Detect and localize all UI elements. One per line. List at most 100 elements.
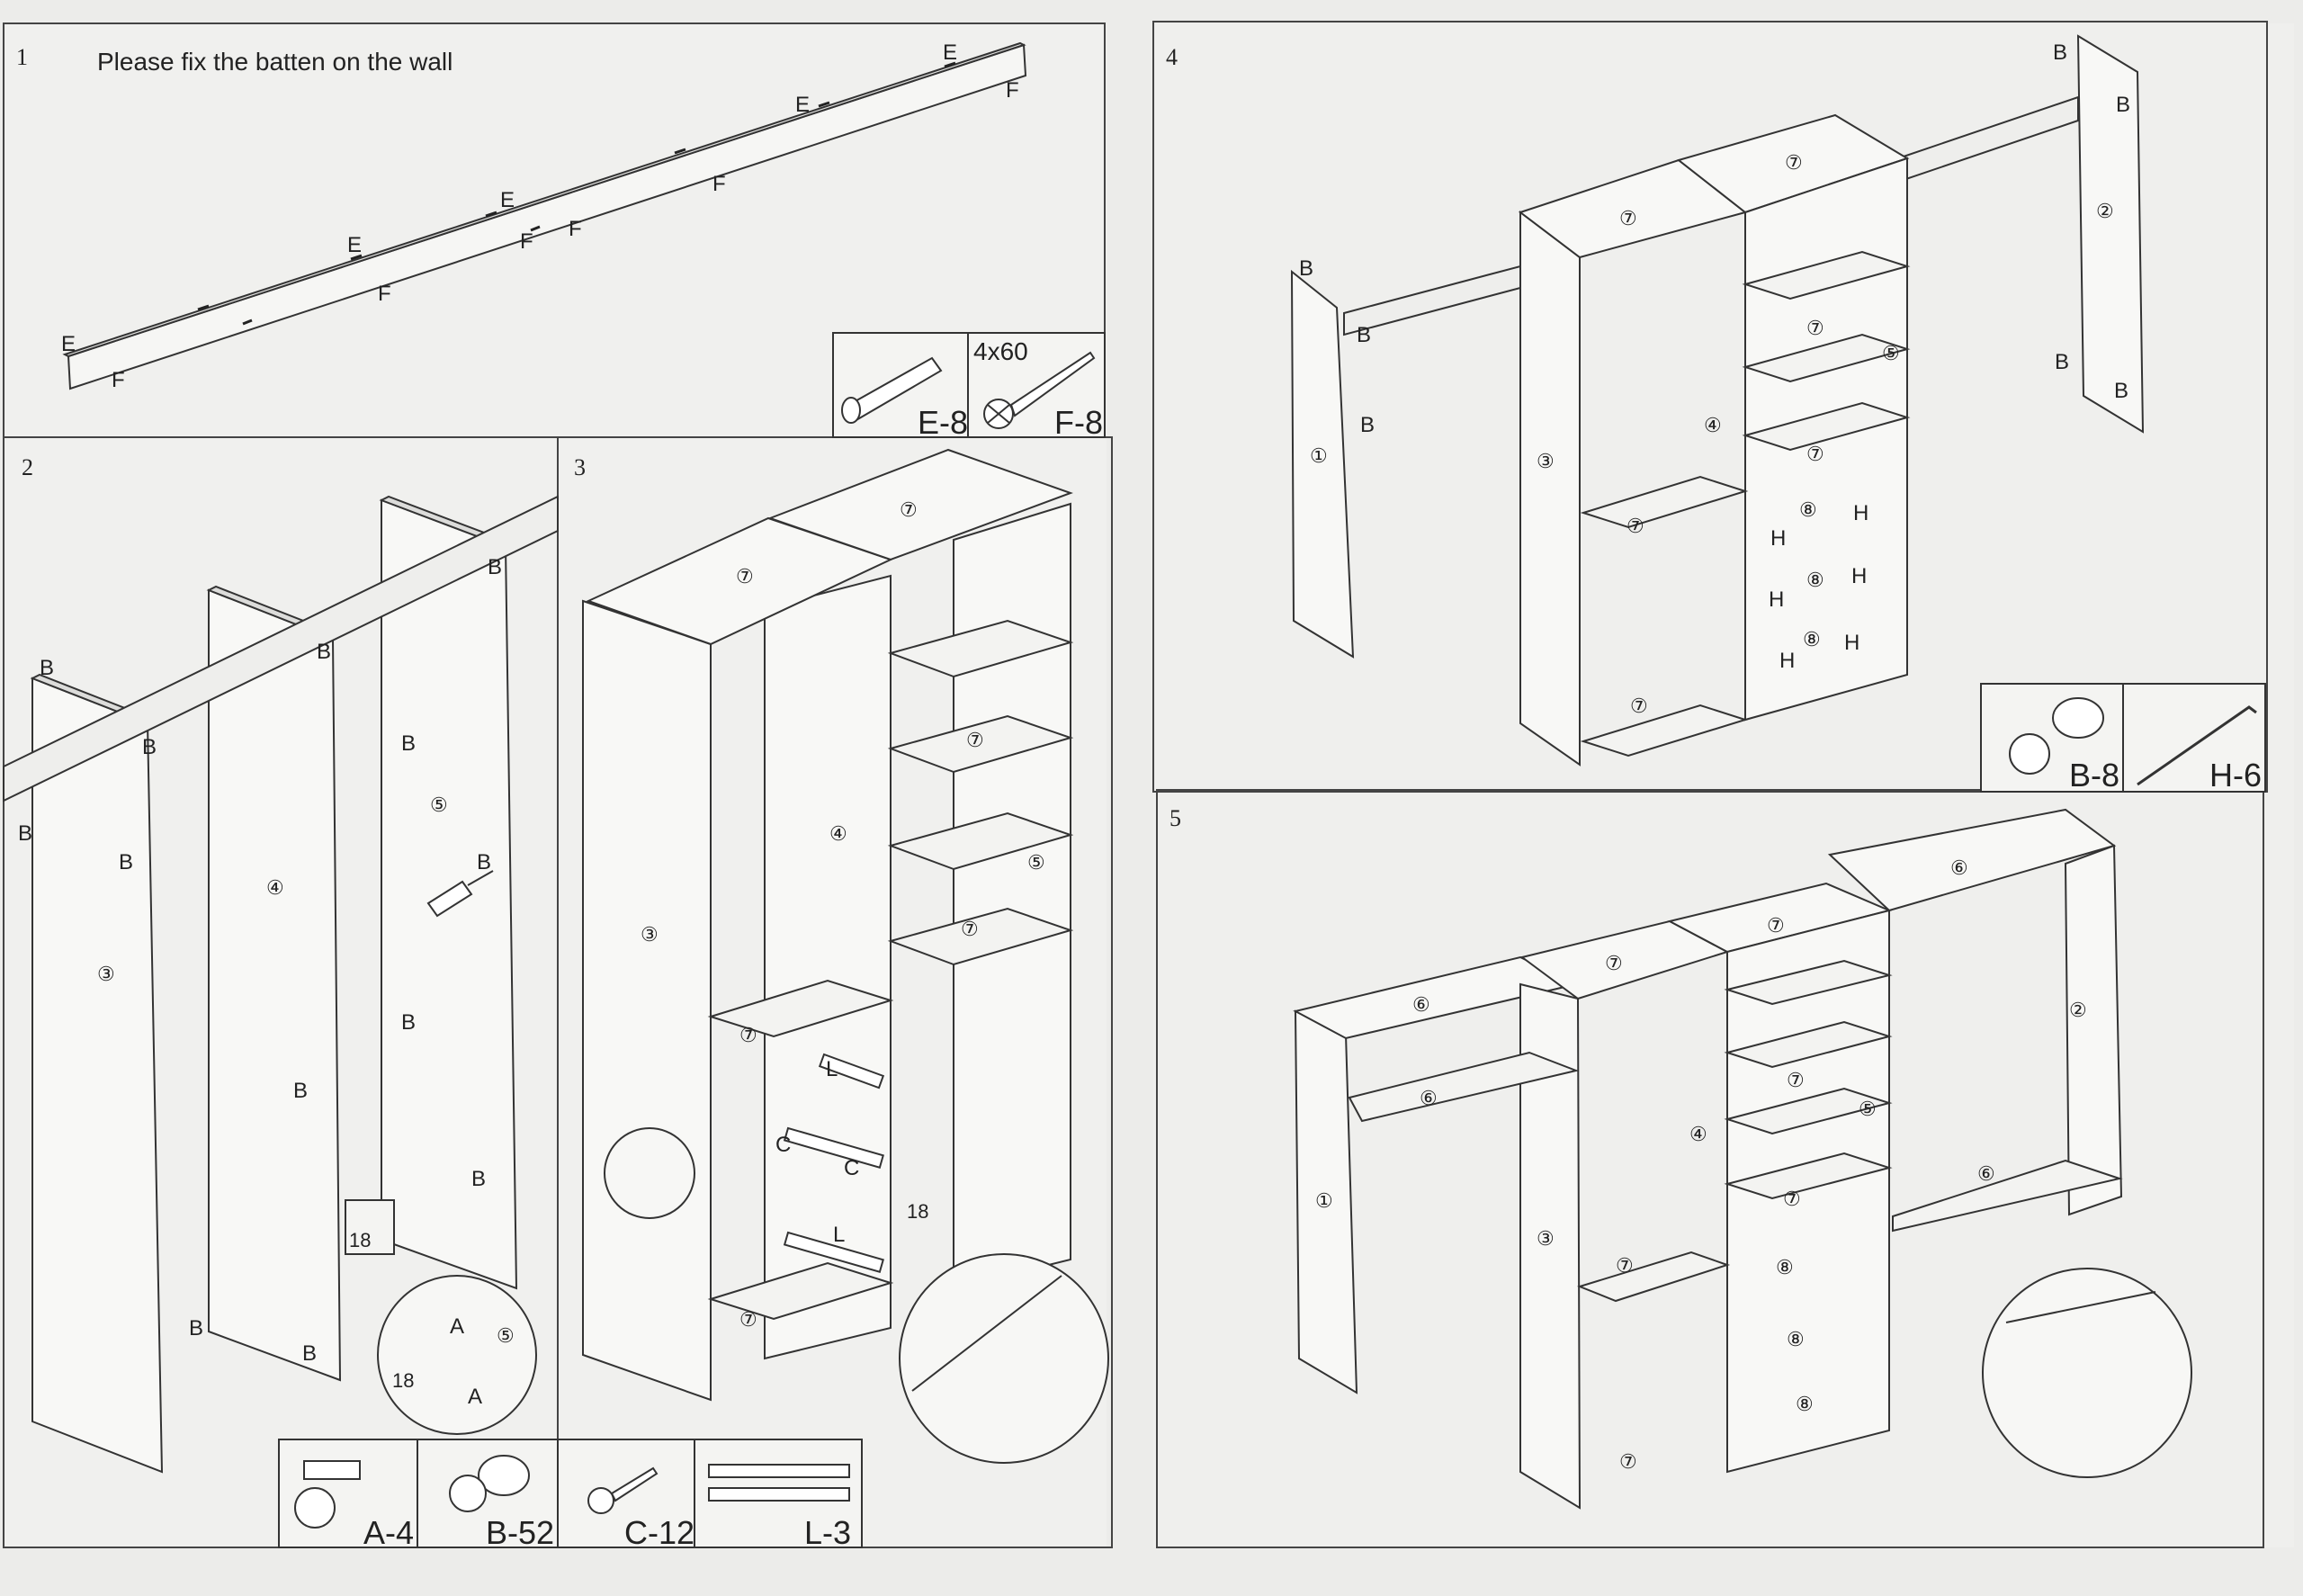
step4-label-7-middle: ⑦ <box>1626 515 1644 537</box>
step4-label-b-7: B <box>2114 379 2128 403</box>
step4-label-8-2: ⑧ <box>1806 569 1824 591</box>
step4-label-b-1: B <box>1299 256 1313 281</box>
step3-label-l-2: L <box>833 1223 845 1247</box>
step5-label-1: ① <box>1315 1189 1333 1212</box>
part-code-h6: H-6 <box>2209 757 2262 794</box>
step2-label-b-7: B <box>401 731 416 756</box>
step4-number: 4 <box>1166 44 1178 70</box>
panel-step4-frame <box>1152 21 2268 793</box>
step2-label-b-1: B <box>40 656 54 680</box>
step2-panel5-label: ⑤ <box>430 794 448 816</box>
step3-label-7-shelf-2: ⑦ <box>961 918 979 940</box>
part-code-f8: F-8 <box>1054 404 1103 441</box>
step2-number: 2 <box>22 454 33 480</box>
batten-label-f-3: F <box>520 229 533 254</box>
step4-label-3: ③ <box>1537 450 1555 472</box>
step1-number: 1 <box>16 44 28 70</box>
step3-number: 3 <box>574 454 586 480</box>
step3-top-board-right <box>767 448 1073 561</box>
step3-label-3: ③ <box>641 923 659 946</box>
step2-bracket-label: 18 <box>349 1229 371 1251</box>
step4-label-b-2: B <box>1357 323 1371 347</box>
panel-step5-frame <box>1156 789 2264 1548</box>
step3-label-c-1: C <box>775 1133 791 1157</box>
step5-left-carcass <box>1519 982 1582 1510</box>
step3-label-7-top-left: ⑦ <box>736 565 754 587</box>
step5-label-7-middle: ⑦ <box>1616 1254 1634 1277</box>
step2-detail-label-a-1: A <box>450 1314 464 1339</box>
step5-shelves <box>1348 959 2123 1303</box>
step4-label-b-6: B <box>2055 350 2069 374</box>
step2-label-b-13: B <box>302 1341 317 1366</box>
panel-4-board <box>206 585 343 1382</box>
batten-label-e-3: E <box>500 188 515 212</box>
hardware-box-b <box>417 1439 559 1548</box>
step4-label-7-bottom: ⑦ <box>1630 695 1648 717</box>
allen-key-icon <box>2137 705 2257 786</box>
batten-label-e-1: E <box>61 332 76 356</box>
step4-label-b-3: B <box>1360 413 1375 437</box>
step4-label-4: ④ <box>1704 414 1722 436</box>
wood-screw-icon <box>587 1466 659 1514</box>
step2-label-b-11: B <box>471 1167 486 1191</box>
step1-instruction: Please fix the batten on the wall <box>97 48 453 76</box>
step4-label-b-5: B <box>2116 93 2130 117</box>
step4-carcass-left-side <box>1519 210 1581 767</box>
step2-label-b-12: B <box>189 1316 203 1340</box>
step3-bracket-label: 18 <box>907 1200 928 1223</box>
step2-label-b-9: B <box>401 1010 416 1035</box>
step3-label-4: ④ <box>829 822 847 845</box>
step3-detail-circle-runner <box>604 1127 695 1219</box>
step5-label-3: ③ <box>1537 1227 1555 1250</box>
drawer-runner-icon <box>708 1464 850 1502</box>
step4-label-h-3: H <box>1769 587 1784 612</box>
step4-label-b-4: B <box>2053 40 2067 65</box>
step4-label-h-4: H <box>1851 564 1867 588</box>
step2-batten <box>3 495 559 802</box>
step2-label-b-10: B <box>293 1079 308 1103</box>
batten-label-e-2: E <box>347 233 362 257</box>
step3-label-l-1: L <box>826 1057 838 1081</box>
step5-label-7-shelf-1: ⑦ <box>1787 1069 1805 1091</box>
step5-right-end-panel <box>2064 844 2123 1216</box>
batten-label-f-1: F <box>112 368 125 392</box>
step2-label-b-3: B <box>18 821 32 846</box>
dowel-bolt-icon <box>449 1455 530 1512</box>
step3-left-side-panel <box>582 599 712 1402</box>
step3-drawer-runners <box>783 1053 885 1274</box>
step2-panel4-label: ④ <box>266 876 284 899</box>
part-code-c12: C-12 <box>624 1514 694 1551</box>
step3-center-panel <box>764 574 892 1360</box>
step4-label-7-top-left: ⑦ <box>1619 207 1637 229</box>
step4-label-7-shelf-1: ⑦ <box>1806 317 1824 339</box>
batten-label-f-2: F <box>378 282 391 306</box>
step2-label-b-6: B <box>488 555 502 579</box>
step5-detail-circle-cam <box>1982 1268 2192 1478</box>
batten-label-f-4: F <box>569 217 582 241</box>
wall-batten <box>62 41 1027 390</box>
step4-label-8-1: ⑧ <box>1799 498 1817 521</box>
cam-lock-icon <box>294 1460 361 1529</box>
step3-label-7-bottom: ⑦ <box>739 1308 757 1331</box>
step4-left-end-panel <box>1290 269 1355 659</box>
step4-label-2: ② <box>2096 200 2114 222</box>
batten-label-f-5: F <box>712 172 726 196</box>
step5-label-8-1: ⑧ <box>1776 1256 1794 1278</box>
wall-plug-icon <box>841 356 943 424</box>
step2-screwdriver-icon <box>426 870 494 918</box>
part-code-b8: B-8 <box>2069 757 2119 794</box>
step5-label-6-shelf: ⑥ <box>1420 1087 1438 1109</box>
step5-label-6-top-right: ⑥ <box>1950 856 1968 879</box>
step5-label-5: ⑤ <box>1859 1098 1877 1120</box>
step2-label-b-4: B <box>119 850 133 874</box>
step4-label-h-6: H <box>1844 631 1859 655</box>
part-code-b52: B-52 <box>486 1514 554 1551</box>
step5-label-7-shelf-2: ⑦ <box>1783 1188 1801 1210</box>
batten-label-f-6: F <box>1006 78 1019 103</box>
step5-label-8-2: ⑧ <box>1787 1328 1805 1350</box>
step5-label-2: ② <box>2069 999 2087 1021</box>
step5-number: 5 <box>1169 805 1181 831</box>
step4-label-8-3: ⑧ <box>1803 628 1821 650</box>
part-code-l3: L-3 <box>804 1514 851 1551</box>
